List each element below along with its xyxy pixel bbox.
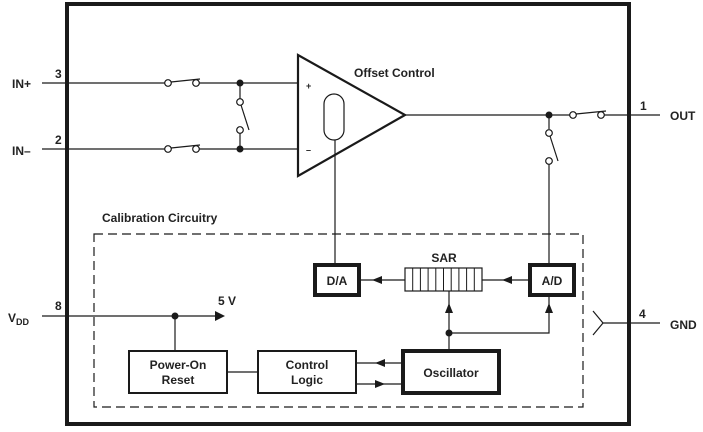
switch-contact (597, 111, 605, 119)
vdd-label: VDD (8, 311, 30, 327)
power-on-reset-box (128, 350, 228, 394)
switch-blade (575, 110, 607, 115)
out-pin-number: 1 (640, 99, 647, 113)
power-on-reset-label-line2: Reset (162, 373, 195, 387)
switch-blade (240, 104, 250, 131)
power-on-reset-block: Power-On Reset (128, 350, 228, 394)
switch-blade (549, 135, 559, 162)
control-logic-block: Control Logic (257, 350, 357, 394)
power-on-reset-label-line1: Power-On (150, 358, 207, 372)
control-logic-box (257, 350, 357, 394)
arrow-right-icon (375, 380, 385, 388)
gnd-pin: 4 GND (592, 307, 697, 336)
op-amp-minus: – (306, 145, 311, 155)
control-logic-label-line1: Control (286, 358, 329, 372)
sar-label: SAR (431, 251, 457, 265)
switch-contact (236, 126, 244, 134)
sar-block: SAR (404, 251, 483, 292)
ground-symbol-icon (592, 310, 604, 336)
offset-control-label: Offset Control (354, 66, 435, 80)
out-switch (569, 110, 660, 119)
op-amp-triangle (296, 53, 408, 178)
osc-to-ad-wire (449, 295, 550, 334)
oscillator-block: Oscillator (401, 349, 501, 395)
in-plus-switch (164, 78, 298, 87)
switch-contact (164, 79, 172, 87)
in-plus-pin: IN+ 3 (12, 67, 165, 91)
arrow-up-icon (445, 303, 453, 313)
ic-package-outline (65, 2, 631, 426)
op-amp-plus: + (306, 81, 311, 91)
vdd-pin: VDD 8 5 V (8, 294, 236, 351)
op-amp: + – Offset Control (296, 53, 435, 178)
switch-blade (170, 144, 201, 149)
vdd-pin-number: 8 (55, 299, 62, 313)
switch-blade (170, 78, 201, 83)
arrow-left-icon (502, 276, 512, 284)
control-logic-label-line2: Logic (291, 373, 323, 387)
feedback-switch (545, 115, 559, 265)
arrow-up-icon (545, 303, 553, 313)
ad-label: A/D (542, 274, 563, 288)
da-label: D/A (327, 274, 348, 288)
switch-contact (236, 98, 244, 106)
supply-voltage-label: 5 V (218, 294, 236, 308)
switch-contact (192, 79, 200, 87)
oscillator-label: Oscillator (423, 366, 479, 380)
switch-contact (569, 111, 577, 119)
in-plus-label: IN+ (12, 77, 31, 91)
in-minus-label: IN– (12, 144, 31, 158)
sar-cells (412, 268, 475, 291)
da-block: D/A (313, 263, 361, 297)
switch-contact (164, 145, 172, 153)
in-minus-pin-number: 2 (55, 133, 62, 147)
gnd-pin-number: 4 (639, 307, 646, 321)
ad-block: A/D (528, 263, 576, 297)
out-label: OUT (670, 109, 696, 123)
oscillator-box (401, 349, 501, 395)
input-short-switch (236, 79, 250, 153)
calibration-boundary (93, 233, 584, 408)
gnd-label: GND (670, 318, 697, 332)
in-minus-pin: IN– 2 (12, 133, 165, 158)
calibration-circuitry-label: Calibration Circuitry (102, 211, 218, 225)
ad-box (528, 263, 576, 297)
arrow-left-icon (375, 359, 385, 367)
in-plus-pin-number: 3 (55, 67, 62, 81)
switch-contact (192, 145, 200, 153)
arrow-left-icon (372, 276, 382, 284)
switch-contact (545, 129, 553, 137)
offset-control-trim (323, 93, 345, 141)
arrow-right-icon (215, 311, 225, 321)
in-minus-switch (164, 144, 298, 153)
switch-contact (545, 157, 553, 165)
